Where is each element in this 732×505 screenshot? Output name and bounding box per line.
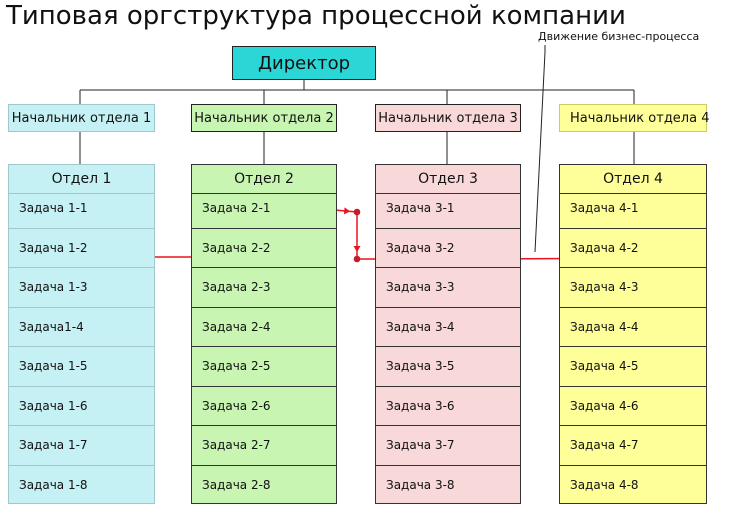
process-flow-label: Движение бизнес-процесса (538, 30, 700, 43)
task-cell: Задача 2-3 (192, 268, 336, 308)
task-cell: Задача 2-4 (192, 308, 336, 347)
task-cell: Задача 1-3 (9, 268, 154, 308)
task-cell: Задача 4-3 (560, 268, 706, 308)
task-cell: Задача 2-2 (192, 229, 336, 268)
task-cell: Задача 1-7 (9, 426, 154, 466)
flow-node (353, 255, 361, 263)
task-cell: Задача 3-4 (376, 308, 520, 347)
task-cell: Задача 2-6 (192, 387, 336, 426)
task-cell: Задача 3-5 (376, 347, 520, 387)
task-cell: Задача 2-5 (192, 347, 336, 387)
task-cell: Задача 4-6 (560, 387, 706, 426)
task-cell: Задача 1-1 (9, 189, 154, 229)
task-cell: Задача 3-2 (376, 229, 520, 268)
note-leader-line (534, 45, 546, 253)
head-box-4: Начальник отдела 4 (559, 104, 709, 132)
flow-node (353, 208, 361, 216)
task-cell: Задача 4-2 (560, 229, 706, 268)
task-cell: Задача 4-7 (560, 426, 706, 466)
task-cell: Задача 4-5 (560, 347, 706, 387)
head-box-3: Начальник отдела 3 (375, 104, 521, 132)
page-title: Типовая оргструктура процессной компании (6, 1, 626, 31)
head-box-2: Начальник отдела 2 (191, 104, 337, 132)
task-cell: Задача 3-6 (376, 387, 520, 426)
task-cell: Задача 1-8 (19, 478, 88, 493)
flow-arrowhead (343, 207, 351, 215)
department-title: Отдел 2 (192, 165, 336, 194)
task-cell: Задача1-4 (9, 308, 154, 347)
head-box-1: Начальник отдела 1 (8, 104, 155, 132)
task-cell: Задача 1-2 (9, 229, 154, 268)
task-cell: Задача 2-7 (192, 426, 336, 466)
task-cell: Задача 3-8 (386, 478, 455, 493)
task-cell: Задача 2-8 (202, 478, 271, 493)
task-cell: Задача 4-1 (560, 189, 706, 229)
task-cell: Задача 3-3 (376, 268, 520, 308)
department-title: Отдел 4 (560, 165, 706, 194)
director-box: Директор (232, 46, 376, 80)
task-cell: Задача 4-4 (560, 308, 706, 347)
task-cell: Задача 1-6 (9, 387, 154, 426)
task-cell: Задача 3-7 (376, 426, 520, 466)
task-cell: Задача 2-1 (192, 189, 336, 229)
task-cell: Задача 4-8 (570, 478, 639, 493)
task-cell: Задача 1-5 (9, 347, 154, 387)
department-title: Отдел 1 (9, 165, 154, 194)
task-cell: Задача 3-1 (376, 189, 520, 229)
department-title: Отдел 3 (376, 165, 520, 194)
flow-arrowhead (353, 245, 361, 252)
